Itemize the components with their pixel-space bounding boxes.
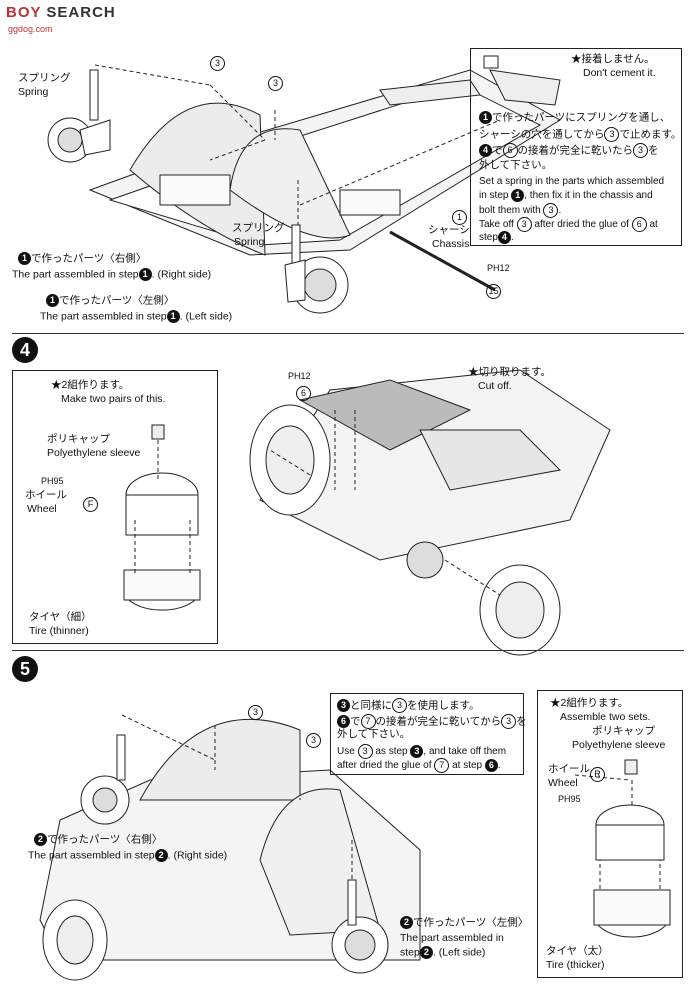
step5-left-hub — [331, 879, 389, 974]
step5-inset-drawing — [593, 759, 671, 938]
step4-chassis-drawing — [249, 369, 611, 656]
step3-note-e1: Set a spring in the parts which assemble… — [479, 176, 665, 187]
watermark-logo: BOY SEARCH — [6, 4, 116, 21]
step3-note-star-jp: ★接着しません。 — [571, 53, 655, 65]
step3-note-e2: in step 1, then fix it in the chassis an… — [479, 189, 653, 202]
step3-note-star-en: Don't cement it. — [583, 67, 656, 79]
step5-wheel-code: R — [590, 767, 605, 782]
step3-part15: 15 — [486, 284, 501, 299]
step3-spring-left-en: Spring — [18, 86, 49, 98]
step3-right-hub — [47, 69, 111, 163]
step4-inset-box: ★2組作ります。 Make two pairs of this. ポリキャップ … — [12, 370, 218, 644]
step4-sleeve-jp: ポリキャップ — [47, 433, 110, 445]
step3-inset-drawing — [483, 55, 561, 106]
step5-ph95: PH95 — [558, 794, 581, 804]
step5-note-e2: after dried the glue of 7 at step 6. — [337, 758, 501, 773]
step3-note-e3: bolt them with 3. — [479, 203, 562, 218]
step4-guide-lines — [134, 410, 501, 596]
step4-ph12: PH12 — [288, 371, 311, 381]
step5-inset-box: ★2組作ります。 Assemble two sets. ポリキャップ Polye… — [537, 690, 683, 978]
watermark-brand: BOY — [6, 4, 42, 21]
step4-cut-jp: ★切り取ります。 — [468, 366, 551, 378]
watermark-suffix: SEARCH — [46, 4, 116, 21]
step3-spring-mid-jp: スプリング — [232, 222, 285, 234]
divider-step3-step4 — [12, 333, 684, 334]
step5-badge: 5 — [12, 656, 38, 682]
step4-wheel-en: Wheel — [27, 503, 57, 515]
step5-tire-jp: タイヤ（太） — [546, 945, 609, 957]
step4-part6: 6 — [296, 386, 311, 401]
step4-inset-star-jp: ★2組作ります。 — [51, 379, 130, 391]
step4-ph95: PH95 — [41, 476, 64, 486]
step4-inset-star-en: Make two pairs of this. — [61, 393, 166, 405]
step3-part3-top: 3 — [210, 56, 225, 71]
step4-cut-en: Cut off. — [478, 380, 512, 392]
step5-left-en-1: The part assembled in — [400, 932, 504, 944]
step4-sleeve-en: Polyethylene sleeve — [47, 447, 141, 459]
step3-guide-lines — [94, 64, 501, 225]
step3-note-e4: Take off 3 after dried the glue of 6 at — [479, 217, 658, 232]
step5-tire-en: Tire (thicker) — [546, 959, 605, 971]
step5-note-l3: 外して下さい。 — [337, 728, 411, 740]
step3-note-l4: 外して下さい。 — [479, 159, 553, 171]
watermark-url: ggdog.com — [8, 24, 53, 34]
step4-inset-drawing — [123, 424, 201, 611]
step3-chassis-part: 1 — [452, 210, 467, 225]
step3-chassis-jp: シャーシ — [428, 224, 470, 236]
step5-sleeve-en: Polyethylene sleeve — [572, 739, 666, 751]
step5-chassis-drawing — [39, 718, 421, 981]
step4-tire-en: Tire (thinner) — [29, 625, 89, 637]
step5-part3-b: 3 — [306, 733, 321, 748]
step4-wheel-code: F — [83, 497, 98, 512]
step4-badge: 4 — [12, 337, 38, 363]
step4-tire-jp: タイヤ（細） — [29, 611, 92, 623]
step3-chassis-drawing — [88, 69, 561, 292]
step5-wheel-jp: ホイール — [548, 763, 590, 775]
step3-ph12: PH12 — [487, 263, 510, 273]
divider-step4-step5 — [12, 650, 684, 651]
step3-part3-mid: 3 — [268, 76, 283, 91]
step4-wheel-jp: ホイール — [25, 489, 67, 501]
step3-left-hub — [284, 224, 349, 314]
step5-right-hub — [80, 734, 130, 825]
step3-chassis-en: Chassis — [432, 238, 470, 250]
step5-sleeve-jp: ポリキャップ — [592, 725, 655, 737]
step5-wheel-en: Wheel — [548, 777, 578, 789]
step3-spring-left-jp: スプリング — [18, 72, 71, 84]
step5-part3-a: 3 — [248, 705, 263, 720]
step5-note-e1: Use 3 as step 3, and take off them — [337, 744, 507, 759]
step3-spring-mid-en: Spring — [234, 236, 265, 248]
step5-inset-star-en: Assemble two sets. — [560, 711, 651, 723]
step5-inset-star-jp: ★2組作ります。 — [550, 697, 629, 709]
